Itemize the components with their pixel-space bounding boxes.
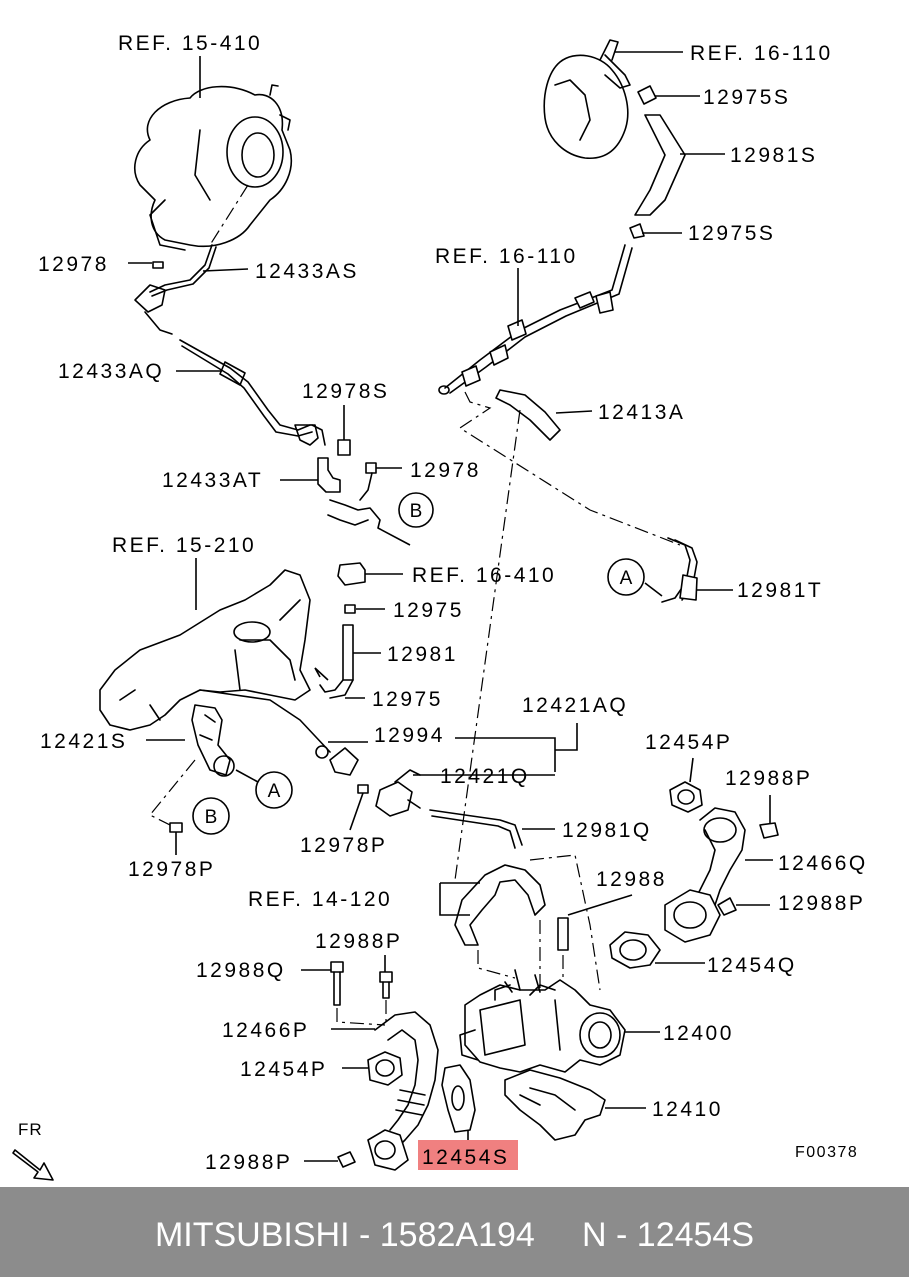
label-12975s-top: 12975S <box>703 86 790 109</box>
label-12454q: 12454Q <box>707 954 797 977</box>
label-12454p-bottom: 12454P <box>240 1058 327 1081</box>
label-12988p-r2: 12988P <box>778 892 865 915</box>
highlight-box <box>418 1140 518 1170</box>
hose-12981s-shape <box>634 114 686 216</box>
figure-code: F00378 <box>795 1144 858 1161</box>
label-12466p: 12466P <box>222 1019 309 1042</box>
label-ref-16-110-top: REF. 16-110 <box>690 42 833 65</box>
footer-part-info: MITSUBISHI - 1582A194 N - 12454S <box>154 1216 755 1254</box>
label-12988p-l: 12988P <box>315 930 402 953</box>
label-12400: 12400 <box>663 1022 734 1045</box>
hose-12413a-shape <box>495 389 561 441</box>
label-12454s-highlighted: 12454S <box>422 1146 509 1169</box>
label-ref-16-410: REF. 16-410 <box>412 564 556 587</box>
label-12981q: 12981Q <box>562 819 652 842</box>
gasket-12454s-shape <box>441 1064 476 1133</box>
label-12413a: 12413A <box>598 401 685 424</box>
label-12978-mid: 12978 <box>410 459 481 482</box>
label-12421aq: 12421AQ <box>522 694 628 717</box>
label-12433aq: 12433AQ <box>58 360 164 383</box>
label-12466q: 12466Q <box>778 852 868 875</box>
front-direction-arrow-icon <box>12 1149 54 1181</box>
label-ref-15-410: REF. 15-410 <box>118 32 262 55</box>
exploded-view-svg: A A B B REF. 15-410 REF. 16-110 12975S 1… <box>12 32 868 1181</box>
label-12975-a: 12975 <box>393 599 464 622</box>
plate-12410-shape <box>504 1069 606 1141</box>
label-12988p-r1: 12988P <box>725 767 812 790</box>
label-12454p-top: 12454P <box>645 731 732 754</box>
label-12978p-a: 12978P <box>300 834 387 857</box>
label-12981: 12981 <box>387 643 458 666</box>
pipe-12466p-shape <box>374 1011 439 1151</box>
turbocharger-outline <box>134 84 292 251</box>
callout-b-left: B <box>205 807 218 828</box>
hose-12981q-shape <box>429 809 523 849</box>
exhaust-manifold-shape <box>99 569 311 731</box>
hose-12433as-shape <box>149 244 213 293</box>
label-12988: 12988 <box>596 868 667 891</box>
valve-12421q-shape <box>375 781 413 817</box>
label-12988p-bottom: 12988P <box>205 1151 292 1174</box>
vacuum-pump-shape <box>543 54 629 159</box>
label-12421s: 12421S <box>40 730 127 753</box>
pipe-12466q-shape <box>691 807 746 906</box>
label-ref-16-110-mid: REF. 16-110 <box>435 245 578 268</box>
egr-valve-12400-shape <box>464 979 626 1073</box>
footer-bar: MITSUBISHI - 1582A194 N - 12454S <box>0 1187 909 1277</box>
callout-b-top: B <box>410 501 423 522</box>
parts-diagram: A A B B REF. 15-410 REF. 16-110 12975S 1… <box>12 32 868 1181</box>
label-12433at: 12433AT <box>162 469 263 492</box>
label-fr: FR <box>18 1120 43 1139</box>
label-12433as: 12433AS <box>255 260 359 283</box>
label-ref-14-120: REF. 14-120 <box>248 888 392 911</box>
callout-a-right: A <box>620 568 633 589</box>
pipe-ref-14-120-shape <box>454 864 546 946</box>
label-12421q: 12421Q <box>440 765 530 788</box>
callout-a-left: A <box>268 781 281 802</box>
label-12988q: 12988Q <box>196 959 286 982</box>
label-12975s-mid: 12975S <box>688 222 775 245</box>
label-ref-15-210: REF. 15-210 <box>112 534 256 557</box>
label-12978p-b: 12978P <box>128 858 215 881</box>
label-12978-top: 12978 <box>38 253 109 276</box>
label-12994: 12994 <box>374 724 445 747</box>
label-12975-b: 12975 <box>372 688 443 711</box>
label-12410: 12410 <box>652 1098 723 1121</box>
label-12978s: 12978S <box>302 380 389 403</box>
hose-12433aq-shape <box>179 339 311 431</box>
vacuum-pipe-shape <box>444 244 626 389</box>
label-12981t: 12981T <box>737 579 823 602</box>
label-12981s: 12981S <box>730 144 817 167</box>
